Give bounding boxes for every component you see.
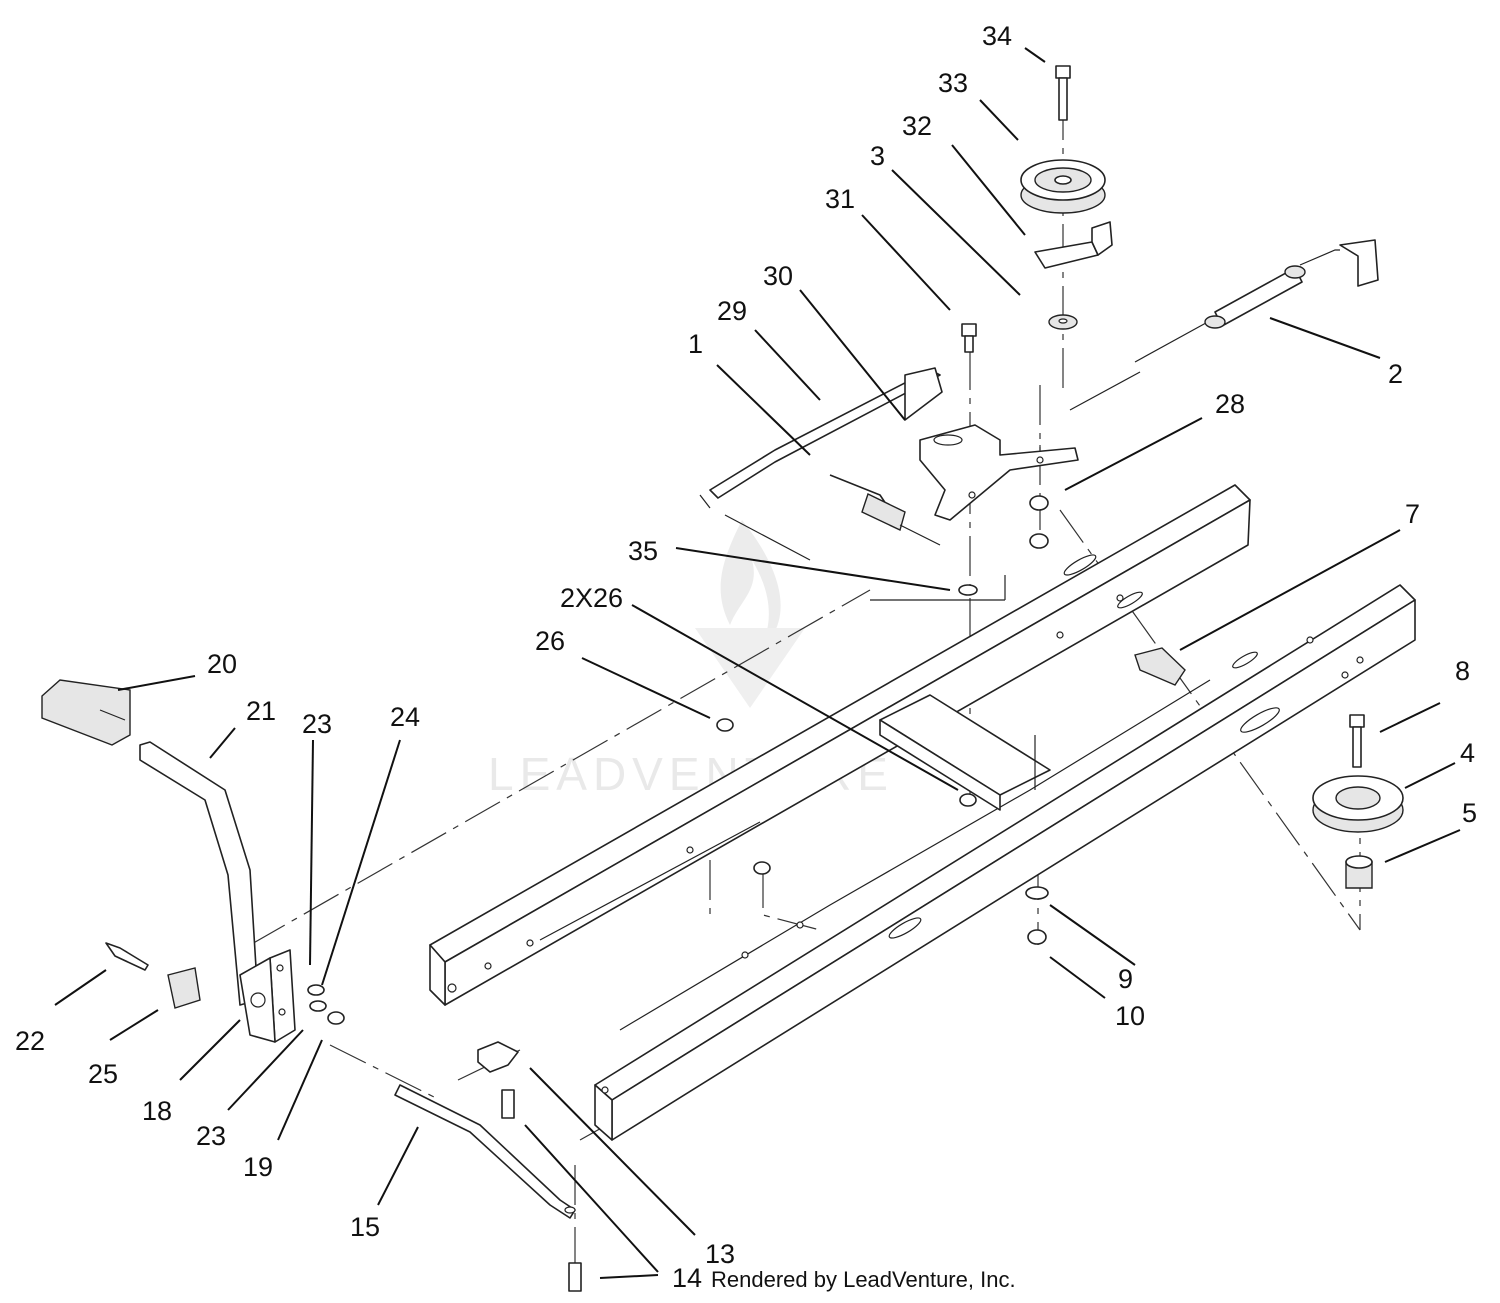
nut-26 [716,718,977,875]
callout-18: 18 [142,1096,172,1126]
spacer-5 [1345,855,1373,889]
callout-20: 20 [207,649,237,679]
callout-14: 14 [672,1263,702,1293]
pedal-bracket-18 [239,949,296,1043]
callout-9: 9 [1118,964,1133,994]
callout-3: 3 [870,141,885,171]
clamp-13 [477,1041,519,1073]
spacer-25 [167,967,201,1009]
rod-2 [1069,239,1379,411]
callout-32: 32 [902,111,932,141]
pedal-arm-21 [139,741,259,1006]
bolt-34 [1055,65,1071,121]
bolt-14 [501,1089,582,1292]
washer-35 [958,584,978,596]
spring-1 [829,474,941,546]
callout-25: 25 [88,1059,118,1089]
credit-text: Rendered by LeadVenture, Inc. [711,1267,1016,1292]
rod-15 [394,1084,576,1219]
callout-29: 29 [717,296,747,326]
washer-23 [307,984,327,1012]
callout-21: 21 [246,696,276,726]
callout-35: 35 [628,536,658,566]
bolt-31 [961,323,977,353]
frame-rail-left [429,484,1251,1006]
bolt-22 [105,942,149,971]
bolt-8 [1349,714,1365,768]
callout-30: 30 [763,261,793,291]
callout-8: 8 [1455,656,1470,686]
spacer-3 [1048,314,1078,330]
callout-2: 2 [1388,359,1403,389]
callout-34: 34 [982,21,1012,51]
pedal-pad-20 [41,679,131,746]
callout-33: 33 [938,68,968,98]
callout-15: 15 [350,1212,380,1242]
callout-28: 28 [1215,389,1245,419]
leader-lines [54,47,1461,1279]
pulley-4 [1312,775,1404,833]
callout-5: 5 [1462,798,1477,828]
callout-7: 7 [1405,499,1420,529]
anchor-7 [1134,647,1186,686]
callout-10: 10 [1115,1001,1145,1031]
cross-member [879,694,1051,811]
nut-10 [1027,929,1047,945]
callout-4: 4 [1460,738,1475,768]
washer-9 [1025,886,1049,900]
nut-28 [1029,495,1049,549]
callout-31: 31 [825,184,855,214]
callout-23-lower: 23 [196,1121,226,1151]
callout-23-upper: 23 [302,709,332,739]
idler-bracket [919,424,1079,521]
callout-1: 1 [688,329,703,359]
callout-22: 22 [15,1026,45,1056]
rod-29 [699,367,943,509]
frame-rail-right [594,584,1416,1141]
bracket-32 [1034,221,1113,269]
callouts: 34 33 32 3 31 30 29 1 2 28 7 35 2X26 26 … [15,21,1477,1293]
callout-2x26: 2X26 [560,583,623,613]
callout-24: 24 [390,702,420,732]
callout-13: 13 [705,1239,735,1269]
pulley-33 [1020,159,1106,214]
callout-19: 19 [243,1152,273,1182]
callout-26: 26 [535,626,565,656]
nut-19 [327,1011,345,1025]
